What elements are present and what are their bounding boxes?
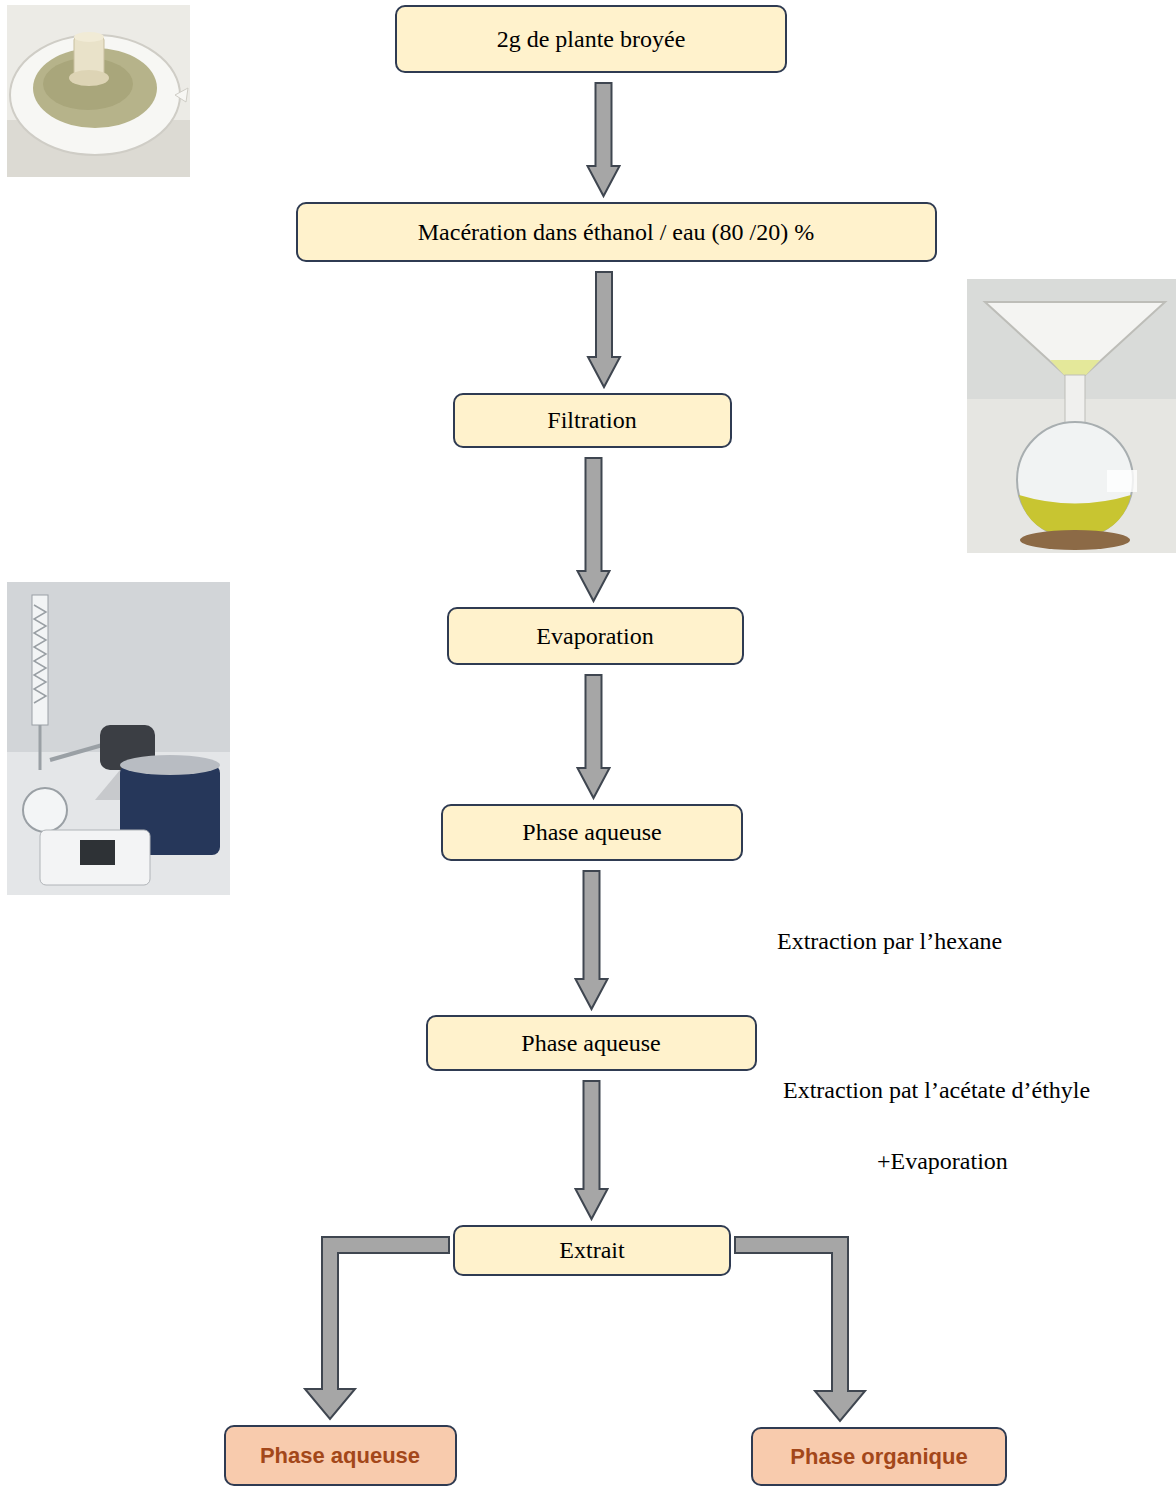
box-text: Phase aqueuse bbox=[522, 819, 661, 846]
rotavap-photo bbox=[7, 582, 230, 895]
process-box: Filtration bbox=[453, 393, 732, 448]
box-text: Phase organique bbox=[790, 1444, 967, 1470]
block-arrow bbox=[576, 1081, 608, 1219]
result-box: Phase organique bbox=[751, 1427, 1007, 1486]
process-box: Extrait bbox=[453, 1225, 731, 1276]
box-text: Extrait bbox=[559, 1237, 624, 1264]
mortar-photo bbox=[7, 5, 190, 177]
step-label: Extraction pat l’acétate d’éthyle bbox=[783, 1077, 1090, 1104]
filtration-photo bbox=[967, 279, 1176, 553]
box-text: Evaporation bbox=[536, 623, 653, 650]
block-arrow bbox=[305, 1237, 449, 1419]
box-text: Phase aqueuse bbox=[260, 1443, 420, 1469]
block-arrow bbox=[735, 1237, 865, 1421]
block-arrow bbox=[576, 871, 608, 1009]
block-arrow bbox=[588, 272, 620, 387]
block-arrow bbox=[578, 458, 610, 601]
box-text: Macération dans éthanol / eau (80 /20) % bbox=[418, 219, 815, 246]
step-label: +Evaporation bbox=[877, 1148, 1008, 1175]
process-box: Phase aqueuse bbox=[426, 1015, 757, 1071]
process-box: Phase aqueuse bbox=[441, 804, 743, 861]
box-text: 2g de plante broyée bbox=[497, 26, 686, 53]
block-arrow bbox=[588, 83, 620, 196]
step-label: Extraction par l’hexane bbox=[777, 928, 1002, 955]
result-box: Phase aqueuse bbox=[224, 1425, 457, 1486]
box-text: Filtration bbox=[547, 407, 636, 434]
process-box: Evaporation bbox=[447, 607, 744, 665]
process-box: Macération dans éthanol / eau (80 /20) % bbox=[296, 202, 937, 262]
block-arrow bbox=[578, 675, 610, 798]
process-box: 2g de plante broyée bbox=[395, 5, 787, 73]
box-text: Phase aqueuse bbox=[521, 1030, 660, 1057]
